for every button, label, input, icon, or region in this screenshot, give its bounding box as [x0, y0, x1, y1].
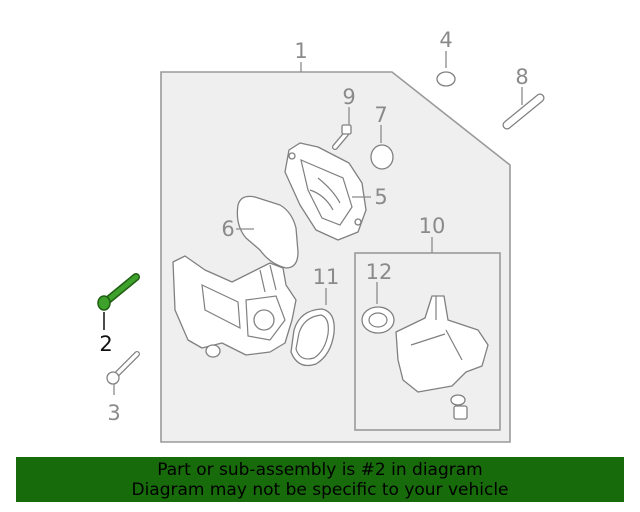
callout-3: 3 [107, 401, 120, 425]
bolt-part-9 [332, 124, 352, 150]
water-pump-body-part-1 [172, 255, 297, 358]
bolt-part-3 [106, 351, 140, 385]
callout-1: 1 [294, 39, 307, 63]
thermostat-housing-part-10 [395, 295, 489, 420]
callout-9: 9 [342, 85, 355, 109]
gasket-part-11 [290, 308, 335, 367]
gasket-part-6 [236, 195, 299, 269]
o-ring-part-4 [436, 71, 456, 87]
bolt-part-2[interactable] [97, 273, 140, 311]
callout-8: 8 [515, 65, 528, 89]
leader-lines [103, 51, 523, 395]
pump-housing-part-5 [284, 142, 367, 241]
o-ring-part-7 [370, 144, 394, 170]
callout-5: 5 [374, 185, 387, 209]
callout-4: 4 [439, 28, 452, 52]
callout-10: 10 [419, 214, 446, 238]
callout-2: 2 [99, 332, 112, 356]
banner-line-part: Part or sub-assembly is #2 in diagram [157, 460, 483, 480]
callout-7: 7 [374, 103, 387, 127]
callout-12: 12 [366, 260, 393, 284]
pipe-part-8 [502, 93, 545, 130]
banner-line-disclaimer: Diagram may not be specific to your vehi… [131, 480, 509, 500]
callout-6: 6 [221, 217, 234, 241]
parts-diagram: 1 2 3 4 5 6 7 8 9 10 11 12 [97, 28, 545, 443]
callout-11: 11 [313, 265, 340, 289]
info-banner: Part or sub-assembly is #2 in diagram Di… [16, 457, 624, 502]
thermostat-part-12 [361, 306, 395, 334]
